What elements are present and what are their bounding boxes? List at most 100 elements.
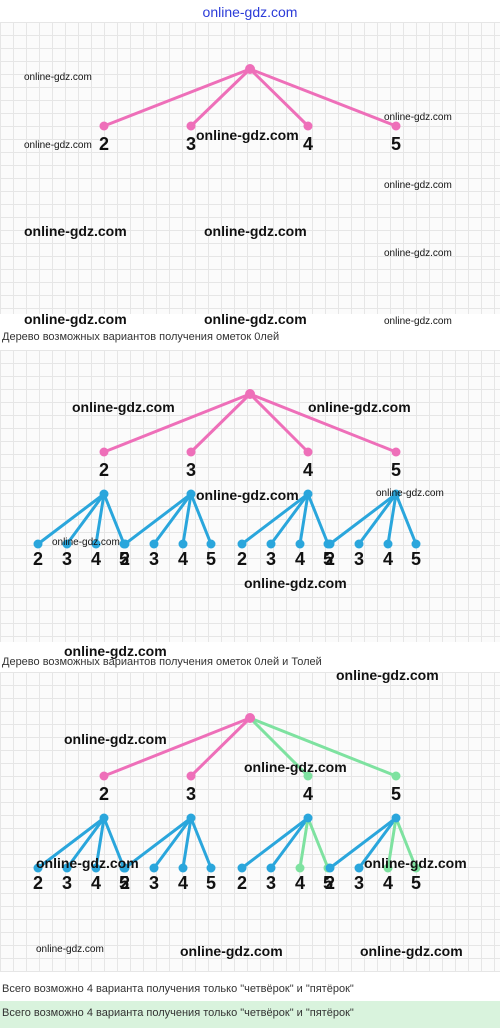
leaf-label-5: 5 bbox=[206, 873, 216, 893]
tree-node bbox=[303, 121, 313, 131]
watermark: online-gdz.com bbox=[52, 537, 120, 548]
tree-edge bbox=[102, 492, 126, 546]
caption-total: Всего возможно 4 варианта получения толь… bbox=[2, 983, 354, 995]
leaf-label-3: 3 bbox=[266, 549, 276, 569]
tree-edge bbox=[248, 67, 310, 128]
watermark: online-gdz.com bbox=[384, 248, 452, 259]
node-label-4: 4 bbox=[303, 134, 313, 154]
tree-edge bbox=[248, 716, 398, 778]
leaf-node bbox=[149, 863, 159, 873]
tree-edge bbox=[394, 492, 418, 546]
tree-root-node bbox=[245, 713, 255, 723]
tree-edge bbox=[189, 392, 252, 454]
tree-edge bbox=[248, 716, 310, 778]
leaf-label-4: 4 bbox=[178, 549, 188, 569]
leaf-node bbox=[266, 863, 276, 873]
leaf-node bbox=[383, 863, 393, 873]
tree-node bbox=[99, 121, 109, 131]
watermark: online-gdz.com bbox=[24, 311, 127, 327]
node-label-2: 2 bbox=[99, 134, 109, 154]
watermark: online-gdz.com bbox=[64, 643, 167, 659]
leaf-node bbox=[91, 539, 101, 549]
tree-edge bbox=[102, 816, 126, 870]
leaf-node bbox=[237, 863, 247, 873]
watermark: online-gdz.com bbox=[196, 487, 299, 503]
answer-highlight bbox=[0, 1001, 500, 1028]
tree-node bbox=[186, 121, 196, 131]
caption-tree-1: Дерево возможных вариантов получения оме… bbox=[2, 331, 280, 343]
tree-node bbox=[303, 813, 313, 823]
watermark: online-gdz.com bbox=[24, 72, 92, 83]
tree-edge bbox=[357, 492, 398, 546]
tree-node bbox=[99, 813, 109, 823]
watermark: online-gdz.com bbox=[204, 311, 307, 327]
tree-node bbox=[303, 771, 313, 781]
site-title: online-gdz.com bbox=[202, 4, 298, 20]
leaf-label-5: 5 bbox=[206, 549, 216, 569]
watermark: online-gdz.com bbox=[24, 140, 92, 151]
node-label-4: 4 bbox=[303, 784, 313, 804]
leaf-label-4: 4 bbox=[295, 873, 305, 893]
leaf-node bbox=[33, 863, 43, 873]
tree-edge bbox=[386, 492, 398, 546]
tree-edge bbox=[189, 67, 252, 128]
node-label-5: 5 bbox=[391, 134, 401, 154]
tree-edge bbox=[248, 392, 310, 454]
watermark: online-gdz.com bbox=[376, 488, 444, 499]
watermark: online-gdz.com bbox=[364, 855, 467, 871]
leaf-label-2: 2 bbox=[120, 549, 130, 569]
leaf-node bbox=[33, 539, 43, 549]
watermark: online-gdz.com bbox=[244, 759, 347, 775]
tree-edge bbox=[152, 492, 193, 546]
leaf-node bbox=[411, 863, 421, 873]
tree-node bbox=[186, 489, 196, 499]
tree-node bbox=[186, 771, 196, 781]
leaf-label-4: 4 bbox=[383, 549, 393, 569]
leaf-node bbox=[325, 539, 335, 549]
watermark: online-gdz.com bbox=[360, 943, 463, 959]
leaf-label-5: 5 bbox=[323, 549, 333, 569]
watermark: online-gdz.com bbox=[24, 223, 127, 239]
node-label-3: 3 bbox=[186, 460, 196, 480]
watermark: online-gdz.com bbox=[36, 944, 104, 955]
tree-edge bbox=[248, 392, 398, 454]
watermark: online-gdz.com bbox=[204, 223, 307, 239]
tree-edge bbox=[386, 816, 398, 870]
node-label-5: 5 bbox=[391, 784, 401, 804]
tree-edge bbox=[102, 716, 252, 778]
leaf-node bbox=[206, 539, 216, 549]
tree-edge bbox=[298, 492, 310, 546]
leaf-node bbox=[325, 863, 335, 873]
leaf-label-2: 2 bbox=[33, 549, 43, 569]
tree-edge bbox=[306, 816, 330, 870]
tree-edge bbox=[189, 716, 252, 778]
watermark: online-gdz.com bbox=[72, 399, 175, 415]
tree-edge bbox=[181, 816, 193, 870]
leaf-label-4: 4 bbox=[91, 549, 101, 569]
watermark: online-gdz.com bbox=[36, 855, 139, 871]
tree-edge bbox=[181, 492, 193, 546]
node-label-3: 3 bbox=[186, 784, 196, 804]
node-label-3: 3 bbox=[186, 134, 196, 154]
tree-diagram-1: 2 3 4 5 bbox=[99, 64, 401, 154]
leaf-label-3: 3 bbox=[149, 549, 159, 569]
leaf-node bbox=[149, 539, 159, 549]
leaf-label-5: 5 bbox=[323, 873, 333, 893]
caption-answer: Всего возможно 4 варианта получения толь… bbox=[2, 1007, 354, 1019]
leaf-label-5: 5 bbox=[411, 549, 421, 569]
tree-node bbox=[99, 447, 109, 457]
tree-node bbox=[391, 447, 401, 457]
leaf-label-2: 2 bbox=[325, 549, 335, 569]
tree-node bbox=[391, 121, 401, 131]
node-label-2: 2 bbox=[99, 784, 109, 804]
tree-edge bbox=[269, 492, 310, 546]
tree-edge bbox=[357, 816, 398, 870]
leaf-label-2: 2 bbox=[120, 873, 130, 893]
leaf-label-4: 4 bbox=[91, 873, 101, 893]
leaf-node bbox=[354, 863, 364, 873]
leaf-label-2: 2 bbox=[325, 873, 335, 893]
tree-edge bbox=[152, 816, 193, 870]
leaf-label-3: 3 bbox=[62, 873, 72, 893]
watermark: online-gdz.com bbox=[308, 399, 411, 415]
